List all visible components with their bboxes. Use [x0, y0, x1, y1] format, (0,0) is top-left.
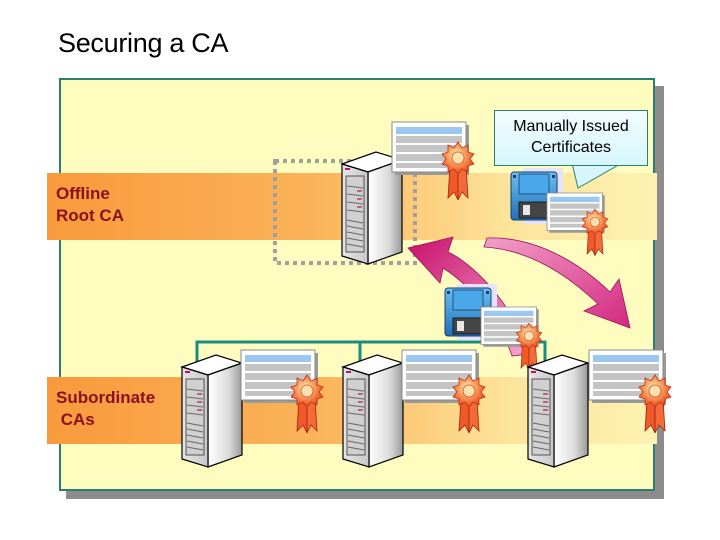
slide-title: Securing a CA: [58, 28, 229, 58]
offline-root-ca-label: Offline Root CA: [56, 184, 124, 225]
manually-issued-callout: Manually Issued Certificates: [494, 110, 648, 166]
sub-ca-server-1-icon: [181, 354, 243, 468]
sub-ca-server-2-icon: [342, 354, 404, 468]
sub-ca-server-3-icon: [527, 354, 589, 468]
subordinate-cas-label: Subordinate CAs: [56, 388, 156, 429]
offline-boundary: [273, 159, 417, 265]
issue-arrow-icon: [483, 237, 631, 329]
callout-tail: [571, 162, 624, 189]
callout-text: Manually Issued Certificates: [513, 118, 629, 156]
